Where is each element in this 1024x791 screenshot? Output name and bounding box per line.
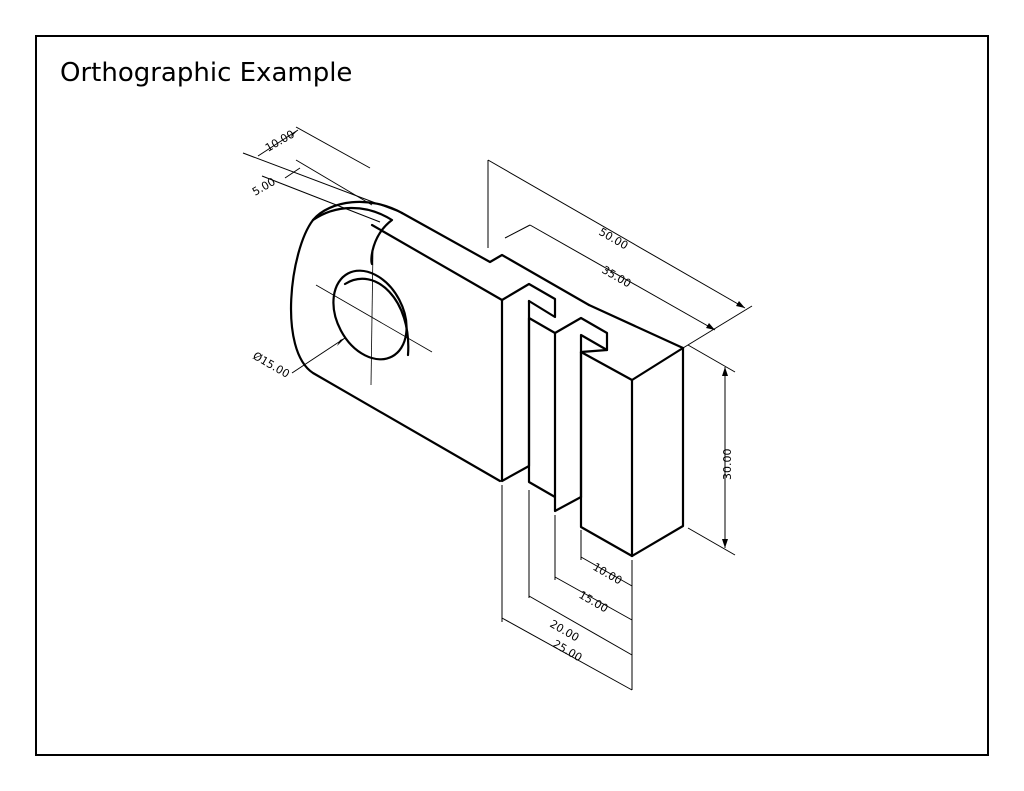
drawing-title: Orthographic Example — [60, 58, 352, 88]
dim-20: 20.00 — [548, 617, 582, 644]
sheet-border — [35, 35, 989, 756]
dim-diameter: Ø15.00 — [251, 349, 292, 380]
dim-15: 15.00 — [577, 588, 611, 615]
hole — [315, 247, 433, 386]
dim-5: 5.00 — [250, 175, 278, 199]
dim-10-bottom: 10.00 — [591, 560, 625, 587]
dim-25: 25.00 — [551, 637, 585, 664]
dim-35: 35.00 — [600, 263, 634, 290]
dimension-lines — [242, 126, 753, 691]
dim-30: 30.00 — [721, 449, 734, 481]
part-outline — [289, 200, 685, 558]
dim-50: 50.00 — [597, 225, 631, 252]
dim-10-top: 10.00 — [263, 128, 297, 155]
